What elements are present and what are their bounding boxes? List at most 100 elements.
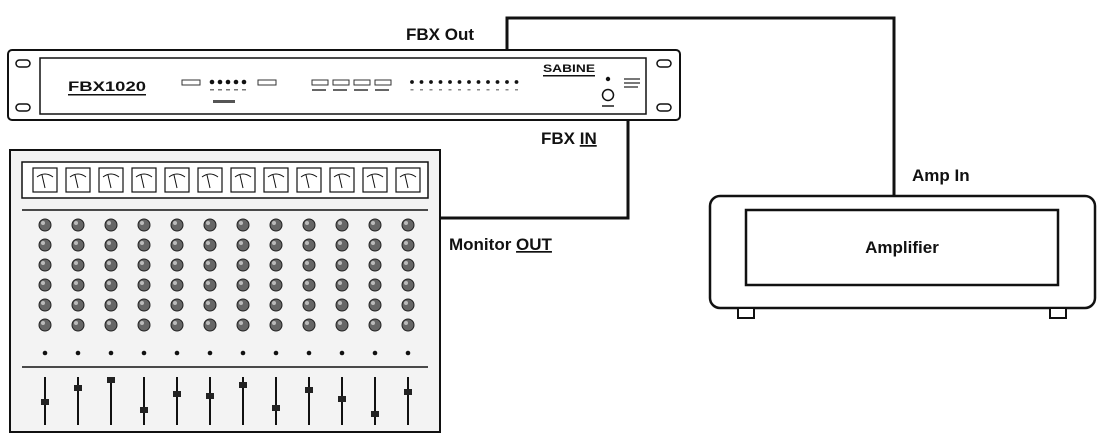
channel-mute-led: [306, 350, 312, 356]
channel-knob: [104, 318, 118, 332]
channel-mute-led: [141, 350, 147, 356]
channel-knob-highlight: [305, 301, 309, 305]
channel-knob-highlight: [74, 261, 78, 265]
channel-knob: [170, 238, 184, 252]
channel-knob-highlight: [206, 261, 210, 265]
vu-meter: [230, 167, 256, 193]
channel-knob-highlight: [173, 281, 177, 285]
fader-cap: [74, 385, 82, 391]
power-led: [605, 76, 611, 82]
channel-knob: [335, 238, 349, 252]
channel-knob-highlight: [41, 261, 45, 265]
channel-knob: [236, 238, 250, 252]
channel-knob-highlight: [404, 321, 408, 325]
vu-meter-needle: [305, 174, 310, 189]
channel-knob: [203, 218, 217, 232]
vu-meter: [296, 167, 322, 193]
vu-meter-needle: [107, 174, 112, 189]
rack-filter-led: [467, 80, 471, 84]
channel-knob-highlight: [305, 321, 309, 325]
channel-knob: [368, 258, 382, 272]
channel-knob-highlight: [173, 261, 177, 265]
channel-knob-highlight: [272, 321, 276, 325]
rack-filter-led: [448, 80, 452, 84]
channel-knob: [137, 218, 151, 232]
vu-meter-needle: [173, 174, 178, 189]
channel-knob: [302, 318, 316, 332]
channel-knob: [104, 238, 118, 252]
rack-filter-led-label: [410, 89, 414, 91]
channel-knob-highlight: [173, 301, 177, 305]
rack-led: [225, 79, 231, 85]
channel-knob-highlight: [338, 241, 342, 245]
channel-knobs: [38, 218, 415, 356]
rack-filter-led: [438, 80, 443, 84]
channel-knob-highlight: [140, 321, 144, 325]
vu-meter-needle: [404, 174, 409, 189]
channel-mute-led: [207, 350, 213, 356]
channel-knob: [38, 238, 52, 252]
rack-led: [209, 79, 215, 85]
channel-knob: [236, 218, 250, 232]
channel-knob: [269, 238, 283, 252]
channel-knob-highlight: [107, 261, 111, 265]
rack-filter-led: [419, 80, 424, 84]
channel-knob: [203, 278, 217, 292]
channel-knob: [137, 258, 151, 272]
fader-cap: [272, 405, 280, 411]
rack-led-label: [226, 89, 230, 91]
rack-led: [241, 79, 247, 85]
power-switch: [601, 88, 615, 102]
channel-mute-led: [339, 350, 345, 356]
channel-knob: [137, 298, 151, 312]
vu-meter-scale: [168, 173, 186, 178]
rack-small-label: [624, 78, 640, 80]
channel-knob-highlight: [107, 321, 111, 325]
rack-filter-led-label: [448, 89, 452, 91]
channel-knob-highlight: [107, 241, 111, 245]
vu-meter-scale: [36, 173, 54, 178]
channel-knob-highlight: [272, 281, 276, 285]
rack-filter-led: [410, 80, 414, 84]
rack-mode-button: [311, 79, 329, 86]
channel-knob: [71, 298, 85, 312]
channel-knob: [302, 298, 316, 312]
rack-filter-led: [486, 80, 490, 84]
channel-knob: [368, 298, 382, 312]
rack-filter-led: [505, 80, 509, 84]
rack-small-label: [213, 100, 235, 103]
channel-knob-highlight: [206, 281, 210, 285]
channel-knob: [38, 218, 52, 232]
vu-meter-needle: [206, 174, 211, 189]
channel-knob-highlight: [74, 301, 78, 305]
channel-knob-highlight: [404, 221, 408, 225]
fader-cap: [107, 377, 115, 383]
channel-knob: [236, 278, 250, 292]
channel-knob-highlight: [338, 281, 342, 285]
channel-knob-highlight: [206, 301, 210, 305]
channel-knob: [170, 318, 184, 332]
vu-meter-scale: [201, 173, 219, 178]
channel-knob-highlight: [140, 281, 144, 285]
channel-knob-highlight: [74, 281, 78, 285]
channel-knob-highlight: [371, 261, 375, 265]
channel-knob-highlight: [140, 301, 144, 305]
monitor-out-label-prefix: Monitor: [449, 235, 516, 254]
channel-knob: [335, 218, 349, 232]
fader-cap: [140, 407, 148, 413]
channel-knob-highlight: [338, 261, 342, 265]
fader-cap: [305, 387, 313, 393]
rack-button: [181, 79, 201, 86]
channel-knob-highlight: [239, 261, 243, 265]
channel-knob-highlight: [404, 301, 408, 305]
rack-mode-button: [332, 79, 350, 86]
channel-knob-highlight: [305, 241, 309, 245]
channel-knob: [104, 278, 118, 292]
rack-filter-led: [495, 80, 500, 84]
channel-knob: [401, 258, 415, 272]
channel-knob: [38, 258, 52, 272]
rack-filter-led-label: [467, 89, 471, 91]
channel-mute-led: [273, 350, 279, 356]
channel-knob-highlight: [206, 241, 210, 245]
rack-small-label: [624, 86, 638, 88]
